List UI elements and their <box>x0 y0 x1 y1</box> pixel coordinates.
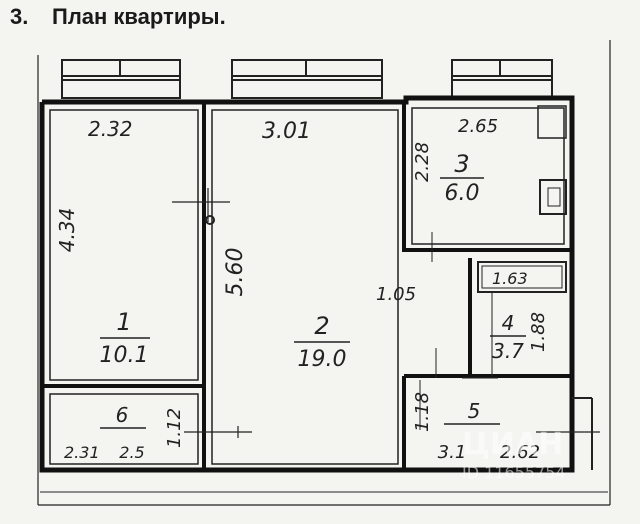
room-2-label: 2 19.0 <box>294 312 350 372</box>
dim-room5-width: 2.62 <box>500 442 540 463</box>
dim-room3-width: 2.65 <box>458 116 498 137</box>
watermark: ЦИАН ID 11655754 <box>462 427 566 482</box>
frame-lines <box>37 40 611 506</box>
plan-heading: 3. План квартиры. <box>10 4 226 30</box>
room-6-label: 6 2.5 <box>100 403 146 462</box>
room-2-area: 19.0 <box>298 347 347 372</box>
top-windows <box>61 59 553 99</box>
dim-room6-length: 1.12 <box>164 408 185 448</box>
room-1-number: 1 <box>116 308 131 336</box>
dim-room4-width: 1.63 <box>492 269 528 288</box>
room-4-label: 4 3.7 <box>490 311 526 363</box>
room-5-area: 3.1 <box>438 442 467 463</box>
room2-inner <box>211 109 399 465</box>
room-1-area: 10.1 <box>100 343 149 368</box>
room-3-number: 3 <box>454 150 469 178</box>
watermark-brand: ЦИАН <box>462 427 563 462</box>
interior-walls <box>42 102 572 470</box>
heading-number: 3. <box>10 4 29 29</box>
room-5-number: 5 <box>468 399 481 423</box>
dim-room1-width: 2.32 <box>88 117 133 141</box>
dim-hall-width: 1.05 <box>376 284 416 305</box>
ceiling-light-marker <box>205 215 215 225</box>
room6-inner <box>49 393 199 465</box>
room-3-label: 3 6.0 <box>440 150 484 206</box>
dim-room2-length: 5.60 <box>223 248 248 297</box>
room3-inner <box>411 107 565 245</box>
room-6-area: 2.5 <box>119 443 144 462</box>
bathtub <box>477 261 567 293</box>
room1-inner <box>49 109 199 381</box>
room-4-number: 4 <box>502 311 515 335</box>
stove <box>539 179 567 215</box>
watermark-id: ID 11655754 <box>462 463 566 482</box>
dim-room3-length: 2.28 <box>412 142 433 182</box>
room-1-label: 1 10.1 <box>100 308 150 368</box>
heading-title: План квартиры. <box>52 4 226 29</box>
room-2-number: 2 <box>314 312 329 340</box>
dim-room1-length: 4.34 <box>55 208 79 253</box>
dim-room5-length: 1.18 <box>412 392 433 432</box>
room-5-label: 5 3.1 <box>438 399 500 463</box>
dimension-labels: 2.32 4.34 3.01 5.60 2.65 2.28 1.05 1.63 … <box>55 116 549 463</box>
fixtures <box>49 105 600 470</box>
room-6-number: 6 <box>116 403 129 427</box>
dim-room4-length: 1.88 <box>528 312 549 352</box>
dim-room2-width: 3.01 <box>262 119 311 144</box>
dim-room6-width: 2.31 <box>64 443 100 462</box>
vent-shaft <box>537 105 567 139</box>
room-3-area: 6.0 <box>445 181 480 206</box>
room-4-area: 3.7 <box>492 339 524 363</box>
room-labels: 1 10.1 2 19.0 3 6.0 4 3.7 5 3.1 6 2.5 <box>100 150 526 463</box>
